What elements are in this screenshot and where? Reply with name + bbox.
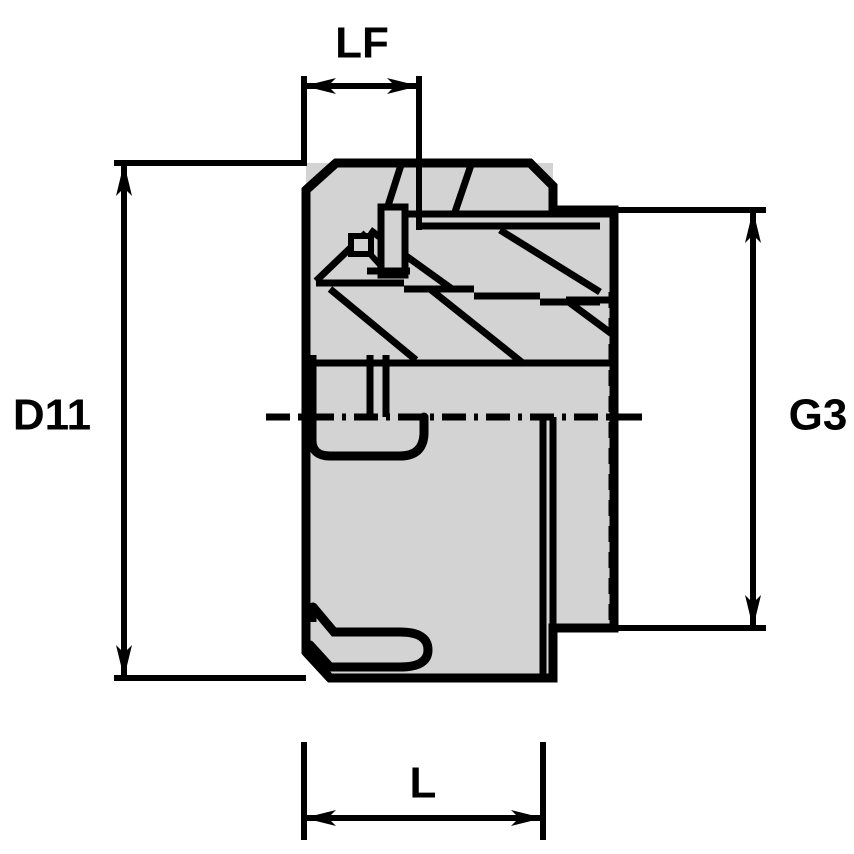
LF-label: LF bbox=[335, 19, 389, 68]
L-arrowhead-right bbox=[511, 810, 543, 826]
D11-arrowhead-top bbox=[116, 163, 132, 196]
locking-pin-detail bbox=[348, 203, 410, 279]
right-notch-wedge bbox=[563, 297, 615, 337]
dimension-LF: LF bbox=[301, 19, 422, 230]
LF-arrowhead-left bbox=[304, 78, 336, 94]
lower-slot-outline bbox=[305, 602, 433, 672]
L-arrowhead-left bbox=[304, 810, 336, 826]
top-left-chamfer bbox=[302, 159, 340, 194]
G3-arrowhead-bottom bbox=[745, 595, 761, 628]
pin-stem-line bbox=[368, 252, 384, 269]
D11-arrowhead-bottom bbox=[116, 645, 132, 678]
D11-label: D11 bbox=[13, 391, 91, 440]
G3-label: G3 bbox=[789, 391, 848, 440]
dimension-L: L bbox=[301, 742, 546, 840]
pin-head-small bbox=[348, 233, 374, 257]
L-label: L bbox=[410, 759, 437, 808]
dimension-D11: D11 bbox=[13, 160, 306, 681]
upper-slot-outline bbox=[307, 412, 429, 461]
bottom-left-chamfer bbox=[302, 648, 334, 682]
taper-face-2 bbox=[427, 286, 527, 367]
pin-body bbox=[377, 203, 409, 279]
part-outer-contour bbox=[301, 158, 619, 683]
lower-internal-slot bbox=[305, 602, 433, 672]
dimension-G3: G3 bbox=[614, 207, 848, 631]
upper-internal-slot bbox=[307, 412, 429, 461]
head-groove-line-2 bbox=[451, 163, 475, 214]
LF-arrowhead-right bbox=[387, 78, 419, 94]
G3-arrowhead-top bbox=[745, 210, 761, 243]
taper-face-3 bbox=[498, 227, 602, 295]
taper-face-1 bbox=[327, 286, 419, 363]
outer-silhouette bbox=[301, 158, 619, 683]
